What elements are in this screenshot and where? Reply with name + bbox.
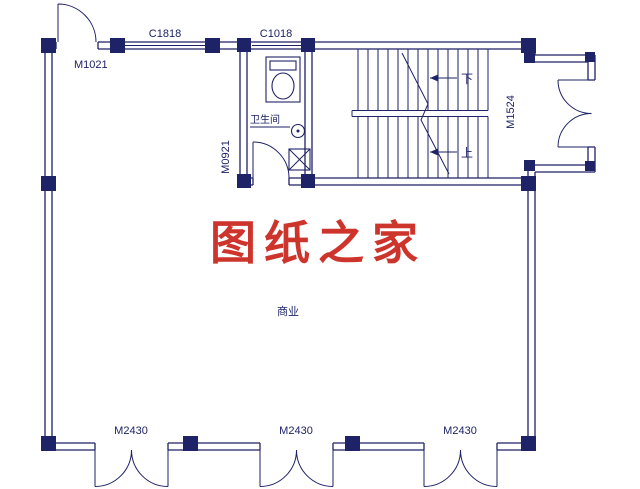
column <box>183 436 198 451</box>
stair-break-line <box>401 52 450 175</box>
shower-pan-icon <box>288 148 311 171</box>
staircase <box>351 49 489 178</box>
column <box>521 436 536 451</box>
column <box>301 38 315 52</box>
structural-columns <box>41 38 595 451</box>
washbasin-drain-icon <box>296 129 300 133</box>
label-door-m1524: M1524 <box>505 95 517 129</box>
shower-pan-cross-icon <box>288 148 311 171</box>
column <box>345 436 360 451</box>
doors <box>57 3 592 487</box>
door-m0921 <box>252 141 290 179</box>
door-m1524 <box>557 79 592 148</box>
label-door-m1021: M1021 <box>74 59 108 71</box>
bathroom-fixtures <box>250 56 311 171</box>
label-door-m2430-1: M2430 <box>114 425 148 437</box>
stair-treads-upper <box>357 49 489 111</box>
label-door-m2430-2: M2430 <box>279 425 313 437</box>
label-stair-down: 下 <box>461 72 473 86</box>
toilet-fixture <box>265 56 301 103</box>
stair-treads-lower <box>357 116 489 178</box>
stair-handrail <box>351 110 488 117</box>
door-m2430-2 <box>259 449 334 487</box>
column <box>110 38 125 53</box>
column <box>524 52 535 63</box>
door-m2430-3 <box>423 449 498 487</box>
column <box>585 52 595 62</box>
label-door-m2430-3: M2430 <box>443 425 477 437</box>
stair-arrow-up <box>430 148 438 156</box>
column <box>41 38 56 53</box>
watermark-text: 图纸之家 <box>210 216 426 270</box>
column <box>205 38 220 53</box>
label-window-c1818: C1818 <box>149 28 181 40</box>
column <box>521 38 536 53</box>
labels: M1021 C1818 C1018 M0921 M1524 卫生间 下 上 商业… <box>74 28 517 437</box>
column <box>521 176 536 191</box>
stair-arrow-down <box>430 74 438 82</box>
door-m2430-1 <box>94 449 169 487</box>
label-room-main: 商业 <box>277 304 299 318</box>
door-m1021 <box>57 3 97 43</box>
column <box>301 174 315 188</box>
column <box>41 436 56 451</box>
washbasin-icon <box>290 123 306 139</box>
column <box>237 38 251 52</box>
label-room-bathroom: 卫生间 <box>250 113 280 126</box>
column <box>237 174 251 188</box>
label-door-m0921: M0921 <box>220 140 232 174</box>
toilet-bowl <box>271 72 295 100</box>
column <box>524 160 535 171</box>
label-stair-up: 上 <box>461 146 473 160</box>
column <box>585 161 595 171</box>
column <box>41 176 56 191</box>
label-window-c1018: C1018 <box>260 28 292 40</box>
toilet-cistern <box>269 60 297 71</box>
